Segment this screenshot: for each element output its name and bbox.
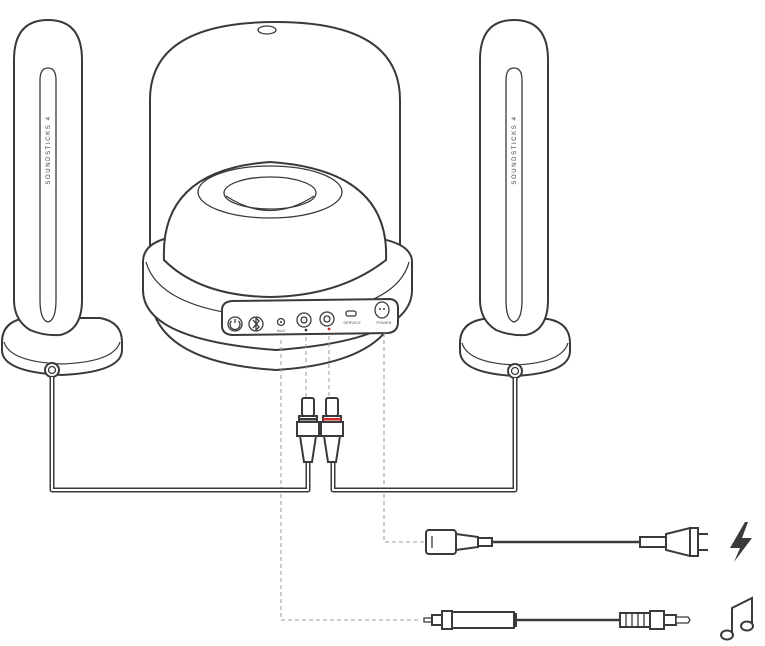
service-port-icon: [345, 310, 357, 317]
right-speaker-cable: [330, 378, 518, 493]
subwoofer: AUX SERVICE POWER: [142, 20, 413, 372]
power-cable: [425, 526, 708, 558]
rca-plug-red: [320, 397, 344, 463]
connection-guide-lines: [280, 333, 424, 621]
bluetooth-button-icon: [248, 316, 264, 332]
lightning-bolt-icon: [730, 522, 752, 562]
left-satellite-speaker: SOUNDSTICKS 4: [0, 18, 123, 378]
iec-connector: [425, 529, 493, 555]
left-speaker-brand: SOUNDSTICKS 4: [46, 115, 52, 184]
service-port-label: SERVICE: [343, 320, 361, 325]
rca-input-white-icon: [296, 312, 312, 332]
aux-plug-right: [619, 610, 691, 630]
rca-plug-white: [296, 397, 320, 463]
aux-plug-left: [423, 610, 517, 630]
music-note-icon: [720, 596, 754, 641]
right-satellite-speaker: SOUNDSTICKS 4: [459, 18, 571, 379]
right-speaker-brand: SOUNDSTICKS 4: [512, 115, 518, 184]
aux-cable: [423, 610, 691, 630]
aux-port-icon: [276, 317, 286, 327]
rca-input-red-icon: [319, 311, 335, 331]
wall-plug: [639, 526, 708, 558]
aux-port-label: AUX: [277, 328, 286, 333]
right-speaker-jack-icon: [507, 363, 523, 379]
left-speaker-cable: [49, 377, 311, 493]
left-speaker-jack-icon: [44, 362, 60, 378]
power-inlet-icon: [374, 301, 390, 319]
power-button-icon: [227, 316, 243, 332]
power-inlet-label: POWER: [376, 320, 391, 325]
